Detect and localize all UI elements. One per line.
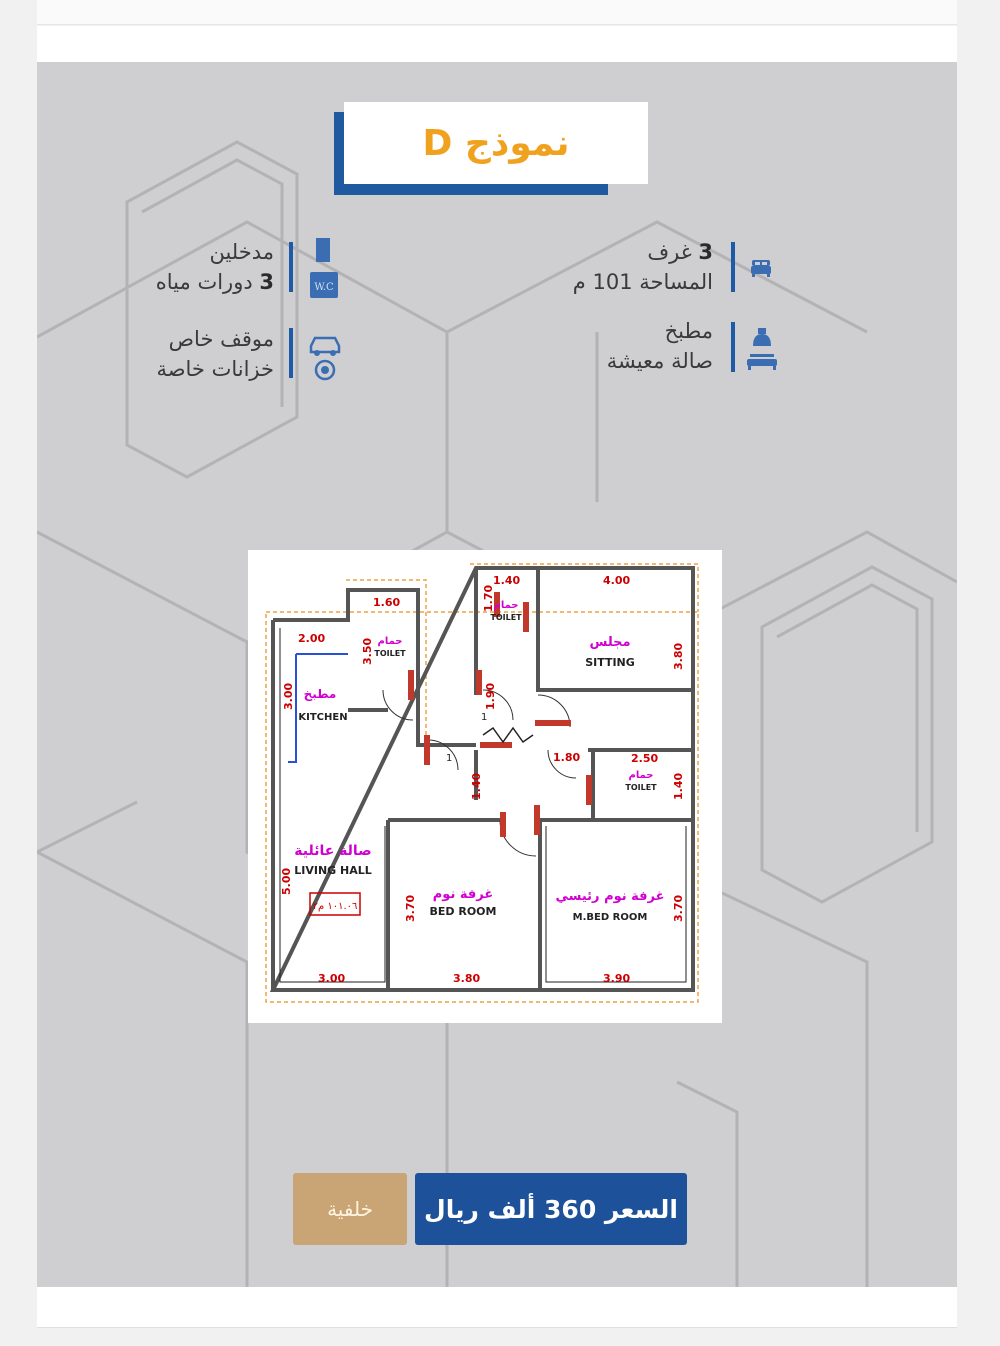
feature-kitchen: مطبخ	[664, 319, 713, 343]
dim-label: 4.00	[603, 574, 630, 587]
room-en-label: TOILET	[374, 649, 406, 658]
feature-bar	[289, 328, 293, 378]
feature-entrances-bathrooms: مدخلين 3 دورات مياه	[156, 237, 274, 297]
dim-label: 1.60	[373, 596, 400, 609]
dim-label: 3.70	[672, 895, 685, 922]
model-card: نموذج D 3 غرف المساحة 101 م مطبخ صالة مع…	[37, 62, 957, 1287]
room-ar-label: غرفة نوم	[433, 887, 493, 902]
room-en-label: SITTING	[585, 656, 635, 669]
area-tag: ١٠١.٠٦ م٢	[313, 901, 358, 912]
feature-parking-tanks: موقف خاص خزانات خاصة	[156, 324, 274, 384]
feature-bar	[289, 242, 293, 292]
dim-label: 1.80	[553, 751, 580, 764]
dim-label: 2.00	[298, 632, 325, 645]
footer-band	[37, 1287, 957, 1328]
feature-rooms-area: 3 غرف المساحة 101 م	[573, 237, 713, 297]
feature-living: صالة معيشة	[606, 349, 713, 373]
feature-tanks: خزانات خاصة	[156, 357, 274, 381]
dim-label: 3.00	[282, 683, 295, 710]
car-icon	[309, 336, 341, 381]
wc-icon: W.C	[314, 282, 334, 293]
feature-area: المساحة 101 م	[572, 270, 713, 294]
dim-label: 5.00	[280, 868, 293, 895]
room-ar-label: حمام	[494, 600, 519, 611]
bathrooms-count: 3	[259, 270, 274, 294]
water-tank-icon	[314, 359, 336, 381]
model-title: نموذج D	[334, 102, 648, 195]
room-ar-label: حمام	[629, 770, 654, 781]
dim-label: 3.50	[361, 638, 374, 665]
kitchen-icon	[747, 328, 777, 370]
room-en-label: M.BED ROOM	[573, 912, 648, 923]
room-ar-label: حمام	[378, 636, 403, 647]
dim-label: 3.90	[603, 972, 630, 985]
rooms-label: غرف	[647, 240, 692, 264]
room-ar-label: مجلس	[589, 635, 630, 650]
background-button[interactable]: خلفية	[293, 1173, 407, 1245]
room-en-label: KITCHEN	[298, 712, 347, 723]
door-number: 1	[481, 712, 487, 723]
bathrooms-label: دورات مياه	[155, 270, 253, 294]
door-number: 1	[446, 753, 452, 764]
feature-kitchen-living: مطبخ صالة معيشة	[607, 316, 713, 376]
door-icon: W.C	[310, 238, 338, 298]
dim-label: 1.40	[470, 773, 483, 800]
rooms-count: 3	[698, 240, 713, 264]
room-en-label: TOILET	[625, 783, 657, 792]
room-en-label: BED ROOM	[430, 905, 497, 918]
header-band	[37, 26, 957, 62]
price-button[interactable]: السعر 360 ألف ريال	[415, 1173, 687, 1245]
floor-plan-drawing: 1.40 4.00 1.60 2.00 2.50 1.80 3.00 3.80 …	[265, 563, 699, 1003]
feature-rooms: 3 غرف	[573, 237, 713, 267]
dim-label: 2.50	[631, 752, 658, 765]
dim-label: 1.40	[672, 773, 685, 800]
model-title-text: نموذج D	[344, 102, 648, 184]
feature-parking: موقف خاص	[168, 327, 274, 351]
dim-label: 3.80	[453, 972, 480, 985]
dim-label: 1.90	[484, 683, 497, 710]
feature-bathrooms: 3 دورات مياه	[156, 267, 274, 297]
bed-icon	[751, 260, 771, 277]
dim-label: 3.00	[318, 972, 345, 985]
room-ar-label: غرفة نوم رئيسي	[555, 889, 664, 904]
floor-plan-image: 1.40 4.00 1.60 2.00 2.50 1.80 3.00 3.80 …	[248, 550, 722, 1023]
dim-label: 1.70	[482, 585, 495, 612]
dim-label: 1.40	[493, 574, 520, 587]
room-en-label: LIVING HALL	[294, 864, 372, 877]
room-en-label: TOILET	[490, 613, 522, 622]
room-ar-label: صالة عائلية	[294, 843, 371, 859]
dim-label: 3.70	[404, 895, 417, 922]
feature-bar	[731, 242, 735, 292]
top-strip	[37, 0, 957, 25]
dim-label: 3.80	[672, 643, 685, 670]
room-ar-label: مطبخ	[304, 687, 337, 701]
feature-entrances: مدخلين	[209, 240, 274, 264]
feature-bar	[731, 322, 735, 372]
